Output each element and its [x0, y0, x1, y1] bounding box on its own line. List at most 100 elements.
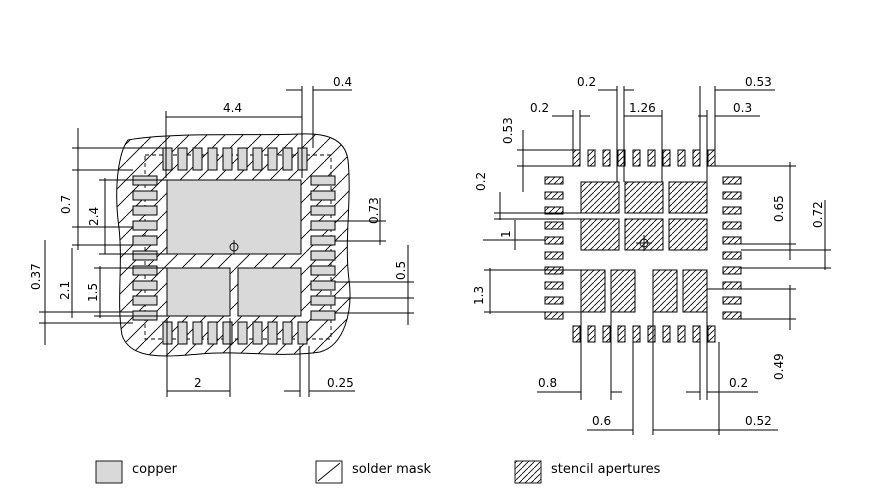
dim-label: 1 — [499, 230, 513, 238]
center-mark — [636, 235, 652, 251]
right-top-pad-row — [572, 149, 716, 167]
pad — [132, 265, 158, 276]
right-right-pad-column — [722, 176, 742, 320]
stencil-pad — [722, 206, 742, 215]
stencil-pad — [587, 149, 596, 167]
dim-label: 1.5 — [86, 283, 100, 302]
legend-copper-swatch — [95, 460, 123, 484]
dim-label: 0.53 — [745, 75, 772, 89]
stencil-aperture — [682, 269, 708, 313]
stencil-pad — [572, 325, 581, 343]
pad — [267, 147, 278, 171]
dim-label: 2.1 — [58, 281, 72, 300]
right-view: 0.2 0.53 0.2 1.26 0.3 0.53 0.2 0.65 0.72… — [472, 75, 831, 435]
dim-label: 1.3 — [472, 286, 486, 305]
dim-label: 0.73 — [367, 197, 381, 224]
pad — [252, 147, 263, 171]
right-dimension-lines — [483, 86, 831, 435]
stencil-pad — [722, 176, 742, 185]
stencil-pad — [544, 206, 564, 215]
legend-solder-mask-label: solder mask — [352, 462, 431, 477]
dim-label: 0.2 — [474, 172, 488, 191]
stencil-aperture — [668, 181, 708, 214]
pad — [310, 310, 336, 321]
stencil-pad — [722, 281, 742, 290]
pad — [222, 147, 233, 171]
pad — [282, 147, 293, 171]
stencil-pad — [722, 251, 742, 260]
dim-label: 1.26 — [629, 101, 656, 115]
stencil-pad — [722, 221, 742, 230]
pad — [267, 321, 278, 345]
pad — [132, 295, 158, 306]
stencil-pad — [544, 251, 564, 260]
stencil-pad — [662, 325, 671, 343]
stencil-pad — [544, 236, 564, 245]
stencil-pad — [722, 191, 742, 200]
stencil-pad — [647, 325, 656, 343]
legend-copper-label: copper — [132, 462, 177, 477]
dim-label: 0.2 — [530, 101, 549, 115]
pad — [132, 220, 158, 231]
stencil-pad — [544, 176, 564, 185]
pad — [282, 321, 293, 345]
pad — [222, 321, 233, 345]
stencil-pad — [647, 149, 656, 167]
thermal-pad-bottom-left — [166, 267, 231, 317]
stencil-pad — [544, 281, 564, 290]
dim-label: 0.52 — [745, 414, 772, 428]
pad — [310, 265, 336, 276]
pad — [162, 147, 173, 171]
pad — [310, 250, 336, 261]
stencil-pad — [662, 149, 671, 167]
pad — [132, 190, 158, 201]
legend-stencil-label: stencil apertures — [551, 462, 661, 477]
pad — [207, 321, 218, 345]
stencil-pad — [632, 325, 641, 343]
dim-label: 0.2 — [577, 75, 596, 89]
stencil-aperture-grid — [580, 181, 708, 251]
pad — [310, 220, 336, 231]
dim-label: 0.25 — [327, 376, 354, 390]
stencil-pad — [722, 266, 742, 275]
stencil-pad — [722, 236, 742, 245]
dim-label: 0.4 — [333, 75, 352, 89]
pad — [132, 205, 158, 216]
stencil-pad — [587, 325, 596, 343]
stencil-pad — [632, 149, 641, 167]
stencil-pad — [572, 149, 581, 167]
pad — [132, 250, 158, 261]
left-view: 4.4 0.4 0.7 2.4 0.73 0.5 0.37 2.1 1.5 2 … — [29, 75, 414, 397]
legend-stencil-swatch — [514, 460, 542, 484]
stencil-pad — [677, 149, 686, 167]
stencil-aperture — [580, 269, 606, 313]
legend — [95, 460, 542, 484]
dim-label: 0.6 — [592, 414, 611, 428]
stencil-pad — [722, 296, 742, 305]
thermal-pad-bottom-right — [237, 267, 302, 317]
pad — [207, 147, 218, 171]
stencil-pad — [692, 149, 701, 167]
dim-label: 0.5 — [394, 261, 408, 280]
stencil-pad — [602, 149, 611, 167]
dim-label: 0.3 — [733, 101, 752, 115]
pad — [132, 235, 158, 246]
pad — [177, 321, 188, 345]
stencil-pad — [707, 325, 716, 343]
pad — [252, 321, 263, 345]
pad — [237, 321, 248, 345]
stencil-pad — [602, 325, 611, 343]
stencil-pad — [544, 221, 564, 230]
stencil-pad — [707, 149, 716, 167]
pad — [177, 147, 188, 171]
dim-label: 0.53 — [501, 117, 515, 144]
legend-solder-mask-swatch — [315, 460, 343, 484]
dim-label: 0.65 — [772, 195, 786, 222]
stencil-pad — [617, 149, 626, 167]
pad — [310, 190, 336, 201]
left-top-pad-row — [162, 147, 308, 171]
dim-label: 4.4 — [223, 101, 242, 115]
pad — [237, 147, 248, 171]
stencil-aperture — [610, 269, 636, 313]
